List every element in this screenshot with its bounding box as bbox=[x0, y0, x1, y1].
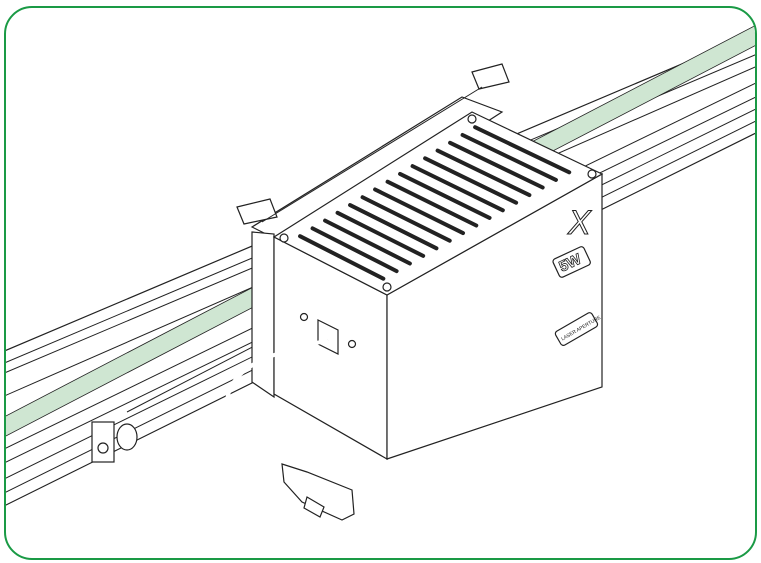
vent-slot bbox=[310, 226, 399, 274]
vent-slot bbox=[435, 148, 532, 198]
vent-slot bbox=[410, 164, 505, 213]
lever-left bbox=[236, 198, 278, 225]
vent-slot bbox=[360, 195, 452, 243]
screw-icon bbox=[382, 282, 392, 292]
screw-icon bbox=[299, 312, 309, 322]
cable-port bbox=[317, 319, 339, 355]
illustration-frame: X 5W LASER APERTURE bbox=[4, 6, 757, 560]
connector bbox=[281, 463, 355, 521]
vent-slots bbox=[298, 125, 572, 281]
vent-slot bbox=[348, 203, 439, 251]
vent-slot bbox=[373, 187, 465, 236]
vent-slot bbox=[398, 171, 492, 220]
cable bbox=[224, 338, 355, 521]
lever-right bbox=[471, 63, 510, 90]
screw-icon bbox=[347, 339, 357, 349]
screw-icon bbox=[467, 114, 477, 124]
laser-module: X 5W LASER APERTURE bbox=[272, 111, 604, 461]
laser-module-on-rail-drawing: X 5W LASER APERTURE bbox=[6, 25, 755, 521]
screw-icon bbox=[587, 169, 597, 179]
vent-slot bbox=[460, 133, 558, 182]
rail-clamp bbox=[91, 341, 263, 463]
vent-slot bbox=[448, 140, 545, 190]
screw-icon bbox=[279, 233, 289, 243]
vent-slot bbox=[335, 210, 426, 258]
vent-slot bbox=[298, 234, 386, 281]
module-logo: X bbox=[567, 204, 592, 242]
vent-slot bbox=[423, 156, 519, 205]
vent-slot bbox=[323, 218, 412, 266]
vent-slot bbox=[473, 125, 572, 175]
vent-slot bbox=[385, 179, 479, 228]
